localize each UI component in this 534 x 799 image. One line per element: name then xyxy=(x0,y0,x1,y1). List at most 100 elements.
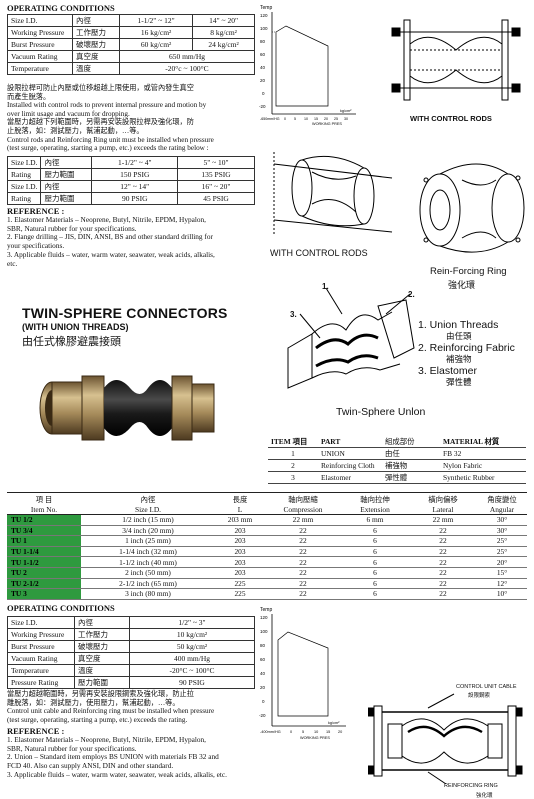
table-cell: 22 xyxy=(265,588,341,600)
top-paragraph: 設限拉桿可防止內壓或位移超越上限使用，或管內發生真空 而產生脫落。 Instal… xyxy=(7,84,214,153)
table-cell: 225 xyxy=(215,588,265,600)
table-cell: 3 inch (80 mm) xyxy=(81,588,215,600)
table-cell: 1 inch (25 mm) xyxy=(81,535,215,547)
svg-text:15: 15 xyxy=(326,730,330,734)
reinforcing-ring-drawing xyxy=(419,163,525,253)
control-unit-cable-zh-label: 設限鋼索 xyxy=(468,693,491,699)
svg-text:40: 40 xyxy=(260,671,266,676)
svg-text:0: 0 xyxy=(262,91,265,96)
items-table: 項 目 內徑 長度 軸向壓縮 軸向拉伸 橫向偏移 角度變位 Item No. S… xyxy=(7,494,527,600)
table-cell: 225 xyxy=(215,578,265,590)
table-cell: 1/2 inch (15 mm) xyxy=(81,514,215,526)
table-cell: 22 xyxy=(265,546,341,558)
svg-text:15: 15 xyxy=(314,117,318,121)
item-number: TU 1-1/2 xyxy=(7,556,81,568)
svg-text:0: 0 xyxy=(284,117,286,121)
svg-text:kg/cm²: kg/cm² xyxy=(340,109,352,113)
control-unit-cable-drawing xyxy=(368,693,523,785)
table-cell: 25° xyxy=(477,535,527,547)
svg-text:40: 40 xyxy=(260,65,266,70)
item-number: TU 1/2 xyxy=(7,514,81,526)
table-cell: 22 mm xyxy=(409,514,477,526)
table-cell: 203 xyxy=(215,525,265,537)
table-cell: 22 xyxy=(265,567,341,579)
top-ref-heading: REFERENCE : xyxy=(7,206,65,216)
svg-text:20: 20 xyxy=(260,78,266,83)
svg-text:10: 10 xyxy=(314,730,318,734)
page-title: TWIN-SPHERE CONNECTORS xyxy=(22,305,228,321)
table-cell: 1-1/2 inch (40 mm) xyxy=(81,556,215,568)
table-cell: 6 mm xyxy=(341,514,409,526)
table-cell: 25° xyxy=(477,546,527,558)
table-cell: 203 mm xyxy=(215,514,265,526)
svg-text:10: 10 xyxy=(304,117,308,121)
svg-text:80: 80 xyxy=(260,39,266,44)
svg-text:0: 0 xyxy=(290,730,292,734)
table-cell: 3/4 inch (20 mm) xyxy=(81,525,215,537)
callout-3: 3. xyxy=(290,310,297,319)
table-row: Size I.D.內徑 1-1/2" ~ 12"14" ~ 20" xyxy=(7,14,255,27)
table-header-en: Item No. Size I.D. L Compression Extensi… xyxy=(7,505,527,515)
item-number: TU 1 xyxy=(7,535,81,547)
svg-text:kg/cm²: kg/cm² xyxy=(328,721,340,725)
svg-text:25: 25 xyxy=(334,117,338,121)
reinforcing-ring-zh-label: 強化環 xyxy=(448,280,476,290)
table-cell: 22 xyxy=(265,556,341,568)
table-cell: 203 xyxy=(215,556,265,568)
svg-text:60: 60 xyxy=(260,52,266,57)
table-cell: 12° xyxy=(477,578,527,590)
table-cell: 22 xyxy=(409,556,477,568)
table-cell: 203 xyxy=(215,535,265,547)
table-cell: 6 xyxy=(341,525,409,537)
svg-text:-650mm/HG: -650mm/HG xyxy=(260,117,280,121)
table-cell: 22 mm xyxy=(265,514,341,526)
item-number: TU 3 xyxy=(7,588,81,600)
table-cell: 22 xyxy=(409,567,477,579)
control-rods-drawing xyxy=(391,19,521,101)
operating-envelope-2 xyxy=(277,631,329,717)
items-table-rule xyxy=(7,492,527,493)
table-cell: 6 xyxy=(341,535,409,547)
page-subtitle: (WITH UNION THREADS) xyxy=(22,322,129,332)
svg-text:30: 30 xyxy=(344,117,348,121)
table-cell: 22 xyxy=(409,588,477,600)
pressure-temperature-graph: Temp 120 100 80 60 40 20 0 -20 -650mm/HG… xyxy=(259,5,356,126)
top-reference: 1. Elastomer Materials – Neoprene, Butyl… xyxy=(7,215,215,268)
with-control-rods-label: WITH CONTROL RODS xyxy=(270,248,368,258)
svg-text:120: 120 xyxy=(260,13,268,18)
table-cell: 6 xyxy=(341,588,409,600)
table-row: ITEM 項目 PART 組成部份 MATERIAL 材質 xyxy=(268,436,526,448)
table-cell: 22 xyxy=(409,535,477,547)
control-rods-iso-drawing xyxy=(273,152,393,234)
table-cell: 22 xyxy=(409,578,477,590)
svg-text:-20: -20 xyxy=(259,104,266,109)
table-cell: 10° xyxy=(477,588,527,600)
parts-table: ITEM 項目 PART 組成部份 MATERIAL 材質 1 UNION 由任… xyxy=(268,436,526,484)
twin-sphere-union-label: Twin-Sphere Unlon xyxy=(336,406,426,418)
svg-text:Temp: Temp xyxy=(260,607,272,613)
table-cell: 6 xyxy=(341,556,409,568)
callout-2: 2. xyxy=(408,290,415,299)
parts-legend: 1. Union Threads 由任頭 2. Reinforcing Fabr… xyxy=(418,319,515,388)
table-cell: 22 xyxy=(265,525,341,537)
table-header-zh: 項 目 內徑 長度 軸向壓縮 軸向拉伸 橫向偏移 角度變位 xyxy=(35,495,517,504)
operating-envelope xyxy=(275,25,329,107)
table-cell: 20° xyxy=(477,556,527,568)
svg-text:20: 20 xyxy=(260,685,266,690)
item-number: TU 1-1/4 xyxy=(7,546,81,558)
